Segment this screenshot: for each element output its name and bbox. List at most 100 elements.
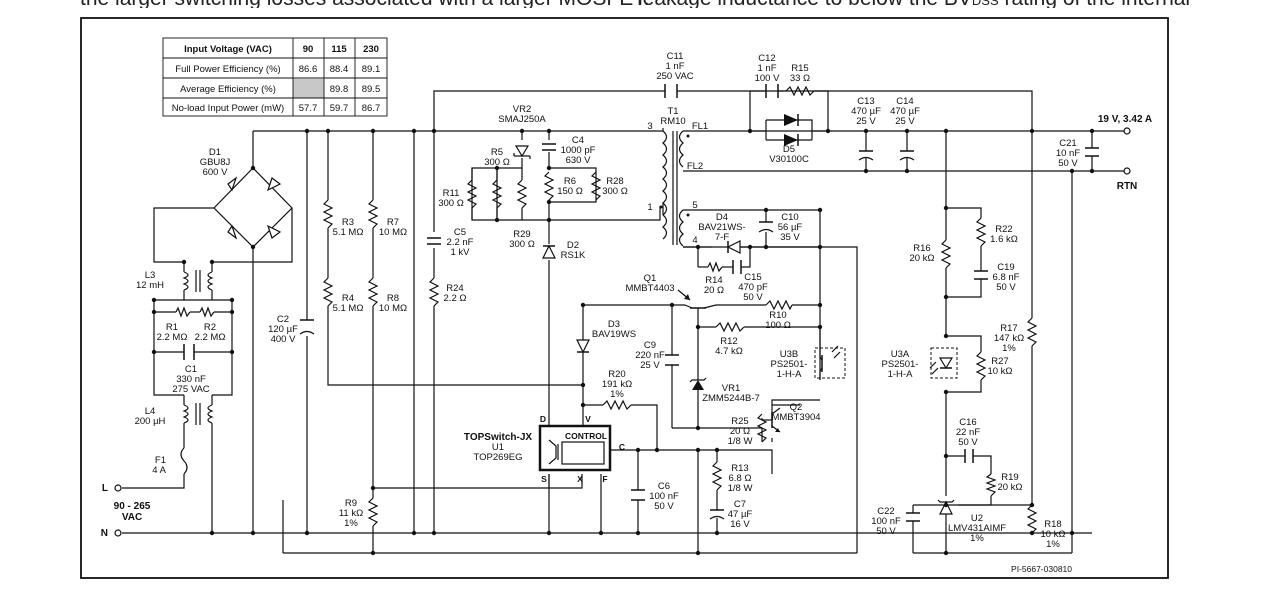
c11-value: 1 nF [665, 61, 684, 72]
c1-value: 330 nF [176, 374, 206, 385]
l4-common-mode-choke [182, 403, 214, 425]
input-range-label: 90 - 265 [114, 501, 151, 512]
c9-rating: 25 V [640, 360, 660, 371]
r24-value: 2.2 Ω [444, 293, 467, 304]
r28-value: 300 Ω [602, 186, 628, 197]
r7-value: 10 MΩ [379, 227, 407, 238]
u3b-part-2: 1-H-A [777, 369, 802, 380]
r5-value: 300 Ω [484, 157, 510, 168]
r22-resistor [975, 217, 987, 247]
table-cell: 59.7 [330, 103, 349, 114]
table-cell: 57.7 [299, 103, 318, 114]
d4-part-1: BAV21WS- [698, 222, 745, 233]
d2-diode [542, 244, 556, 259]
u1-control-label: CONTROL [565, 431, 607, 441]
table-header-230: 230 [363, 44, 379, 55]
c5-label: C5 [454, 227, 466, 238]
c21-label: C21 [1059, 138, 1076, 149]
c5-capacitor [427, 237, 441, 245]
vr1-part: ZMM5244B-7 [702, 393, 760, 404]
r13-rating: 1/8 W [728, 483, 753, 494]
d4-diode [726, 240, 741, 254]
vr1-zener-diode [689, 377, 707, 390]
c10-value: 56 µF [778, 222, 803, 233]
r28-label: R28 [606, 176, 623, 187]
c16-rating: 50 V [958, 437, 978, 448]
d5-schottky-diode [784, 114, 799, 146]
r25-rating: 1/8 W [728, 436, 753, 447]
c15-value: 470 pF [738, 282, 768, 293]
c15-capacitor [732, 260, 742, 274]
diagram-frame [80, 17, 1169, 579]
c19-rating: 50 V [996, 282, 1016, 293]
u3b-label: U3B [780, 349, 798, 360]
l4-value: 200 µH [135, 416, 166, 427]
c12-rating: 100 V [755, 73, 780, 84]
l3-common-mode-choke [182, 270, 214, 292]
u1-family-label: TOPSwitch-JX [464, 432, 532, 443]
u3b-optocoupler-transistor [814, 300, 846, 380]
u3b-part-1: PS2501- [771, 359, 808, 370]
c21-value: 10 nF [1056, 148, 1080, 159]
r22-label: R22 [995, 224, 1012, 235]
table-header-label: Input Voltage (VAC) [184, 44, 272, 55]
l-terminal-label: L [102, 483, 108, 494]
c2-capacitor [299, 319, 315, 335]
r11-label: R11 [443, 188, 460, 199]
c6-value: 100 nF [649, 491, 679, 502]
c4-label: C4 [572, 135, 584, 146]
t1-transformer [659, 130, 690, 247]
r18-label: R18 [1044, 519, 1061, 530]
q1-pnp-transistor [677, 289, 717, 318]
r6-resistor [543, 171, 555, 201]
out-pos-terminal [1123, 127, 1131, 135]
c7-value: 47 µF [728, 509, 753, 520]
clipped-body-text-left: the larger switching losses associated w… [80, 0, 650, 8]
r24-label: R24 [446, 283, 463, 294]
r6-value: 150 Ω [557, 186, 583, 197]
u3a-part-1: PS2501- [882, 359, 919, 370]
r22-value: 1.6 kΩ [990, 234, 1018, 245]
d3-part: BAV19WS [592, 329, 636, 340]
r20-tol: 1% [610, 389, 624, 400]
r20-resistor [602, 399, 632, 411]
r14-label: R14 [705, 275, 722, 286]
r12-label: R12 [720, 336, 737, 347]
r15-value: 33 Ω [790, 73, 810, 84]
q1-label: Q1 [644, 273, 657, 284]
u3a-label: U3A [891, 349, 910, 360]
r1-label: R1 [166, 322, 178, 333]
table-gray-cell [293, 79, 324, 98]
f1-fuse [180, 447, 188, 475]
q2-part: MMBT3904 [771, 412, 820, 423]
c1-capacitor [183, 344, 195, 360]
r15-resistor [785, 85, 815, 97]
r3-label: R3 [342, 217, 354, 228]
c1-label: C1 [185, 364, 197, 375]
d1-bridge-rectifier [213, 167, 293, 248]
table-cell: 88.4 [330, 64, 349, 75]
table-cell: 89.5 [362, 84, 381, 95]
r29-label: R29 [513, 229, 530, 240]
c4-value: 1000 pF [561, 145, 596, 156]
u2-label: U2 [971, 513, 983, 524]
table-cell: 86.7 [362, 103, 381, 114]
r1-resistor [175, 306, 191, 318]
r27-value: 10 kΩ [987, 366, 1012, 377]
c15-label: C15 [744, 272, 761, 283]
q2-label: Q2 [790, 402, 803, 413]
u2-tol: 1% [970, 533, 984, 544]
r17-tol: 1% [1002, 343, 1016, 354]
d5-label: D5 [783, 144, 795, 155]
u3a-optocoupler-led [929, 347, 958, 379]
u1-pin-f: F [602, 474, 607, 484]
clipped-body-text-right: leakage inductance to below the BVDSS ra… [638, 0, 1190, 8]
r12-value: 4.7 kΩ [715, 346, 743, 357]
r14-resistor [707, 261, 723, 273]
r19-resistor [985, 473, 997, 497]
c11-rating: 250 VAC [656, 71, 693, 82]
u1-pin-d: D [540, 414, 546, 424]
r4-resistor [322, 277, 334, 307]
vr1-label: VR1 [722, 383, 740, 394]
table-row-label: Average Efficiency (%) [180, 84, 276, 95]
